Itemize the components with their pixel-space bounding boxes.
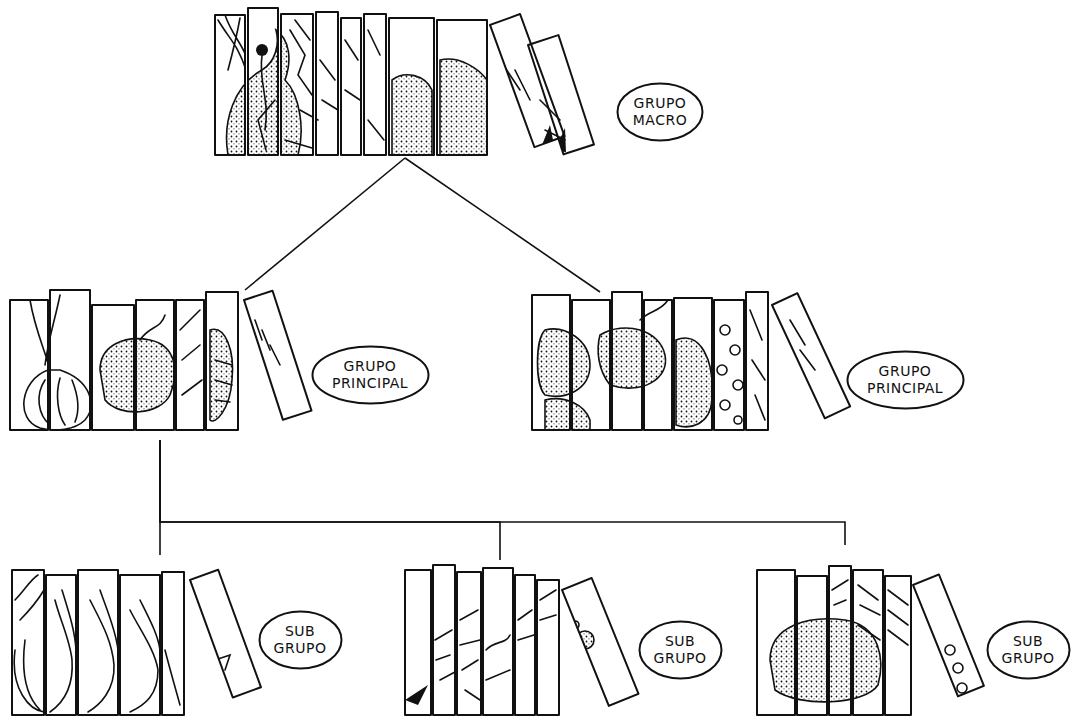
group-label: GRUPO MACRO	[633, 95, 687, 130]
macro-books	[215, 8, 594, 155]
label-bubble: SUB GRUPO	[258, 610, 343, 670]
group-label: SUB GRUPO	[654, 633, 707, 668]
book-group: GRUPO PRINCIPAL	[530, 292, 962, 440]
principal-books-right	[532, 292, 850, 430]
group-label: SUB GRUPO	[1002, 633, 1055, 668]
subgroup-books-1	[12, 570, 261, 715]
hierarchy-line	[160, 440, 845, 545]
principal-books-left	[10, 290, 311, 430]
book-group: GRUPO MACRO	[210, 8, 705, 158]
group-label: GRUPO PRINCIPAL	[332, 358, 408, 393]
hierarchy-line	[245, 158, 405, 290]
label-bubble: GRUPO MACRO	[616, 82, 704, 142]
label-bubble: GRUPO PRINCIPAL	[846, 350, 965, 410]
label-bubble: SUB GRUPO	[638, 620, 723, 680]
book-group: SUB GRUPO	[400, 560, 725, 715]
hierarchy-line	[160, 440, 500, 560]
subgroup-books-2	[405, 565, 638, 715]
group-label: SUB GRUPO	[274, 623, 327, 658]
label-bubble: SUB GRUPO	[986, 620, 1071, 680]
label-bubble: GRUPO PRINCIPAL	[311, 345, 430, 405]
book-group: SUB GRUPO	[755, 545, 1070, 715]
hierarchy-line	[405, 158, 600, 292]
group-label: GRUPO PRINCIPAL	[867, 363, 943, 398]
book-group: SUB GRUPO	[5, 555, 345, 715]
subgroup-books-3	[757, 566, 984, 715]
book-group: GRUPO PRINCIPAL	[5, 290, 425, 440]
